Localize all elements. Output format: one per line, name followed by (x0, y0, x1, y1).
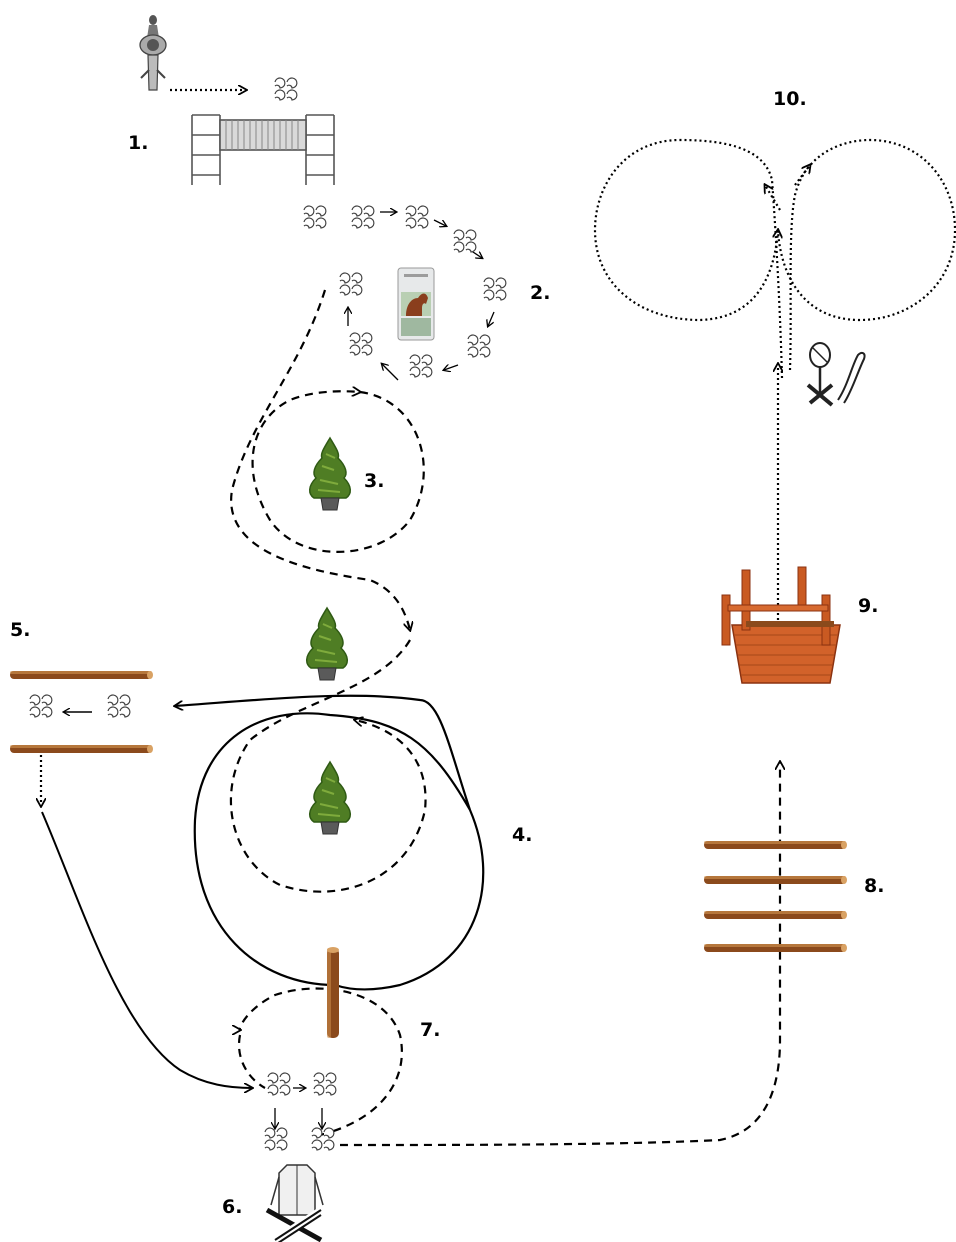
path-5-to-6 (41, 811, 252, 1088)
hoofprints-icon (274, 77, 298, 101)
label-obstacle-2: 2. (530, 282, 550, 304)
path-6-to-9 (339, 762, 780, 1147)
gate-icon (191, 114, 335, 185)
label-obstacle-8: 8. (864, 875, 884, 897)
ground-pole-icon (10, 671, 153, 679)
label-obstacle-10: 10. (773, 88, 807, 110)
rain-jacket-on-stand-icon (265, 1164, 324, 1242)
label-obstacle-5: 5. (10, 619, 30, 641)
label-obstacle-4: 4. (512, 824, 532, 846)
ground-pole-icon (10, 745, 153, 753)
circle-7 (240, 987, 403, 1137)
circle-4-solid (175, 694, 485, 991)
label-obstacle-3: 3. (364, 470, 384, 492)
label-obstacle-6: 6. (222, 1196, 242, 1218)
path-2-to-3 (230, 289, 410, 630)
upright-post-icon (327, 947, 339, 1038)
horse-picture-sign-icon (397, 267, 435, 341)
hobby-horse-icon (806, 342, 866, 407)
potted-tree-icon (305, 607, 349, 681)
ground-poles-8 (704, 841, 847, 952)
figure-eight-10 (593, 138, 956, 379)
circle-3 (251, 391, 425, 553)
arrows-6 (275, 1088, 322, 1128)
circle-7-lower (237, 1034, 266, 1089)
rider-on-horse-icon (139, 15, 167, 91)
label-obstacle-1: 1. (128, 132, 148, 154)
wooden-bridge-icon (721, 566, 841, 684)
label-obstacle-7: 7. (420, 1019, 440, 1041)
hoofprints-5 (29, 694, 131, 718)
potted-tree-icon (308, 761, 352, 835)
path-to-4-dashed (229, 639, 427, 893)
label-obstacle-9: 9. (858, 595, 878, 617)
potted-tree-icon (308, 437, 352, 511)
